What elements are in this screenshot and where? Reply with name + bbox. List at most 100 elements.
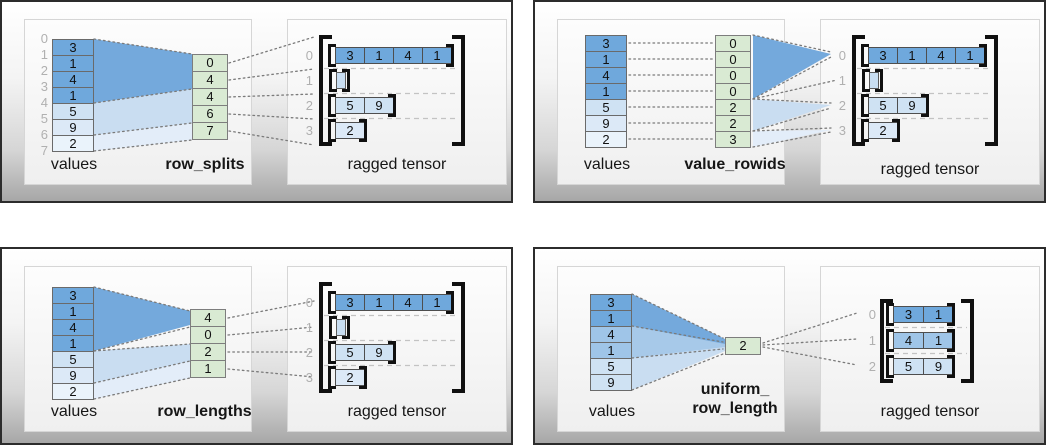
panel-row-splits: 0 1 2 3 4 5 6 7 3 1 4 1 5 9 2 0 4 4 6 7 …: [0, 0, 513, 203]
row-index: 2: [838, 98, 846, 113]
ragged-tensor-label: ragged tensor: [347, 156, 447, 173]
values-column: 3 1 4 1 5 9 2: [52, 39, 94, 152]
row-right-bracket: [388, 341, 396, 364]
partition-cell: 0: [715, 67, 751, 84]
partition-label: uniform_ row_length: [655, 380, 815, 418]
value-cell: 4: [585, 67, 627, 84]
outer-left-bracket: [319, 282, 332, 393]
ragged-row: 3 1 4 1: [335, 47, 452, 64]
value-cell: 1: [590, 310, 632, 327]
row-index: 2: [305, 98, 313, 113]
row-left-bracket: [886, 303, 894, 326]
row-index: 1: [305, 73, 313, 88]
partition-cell: 0: [715, 51, 751, 68]
ragged-row: 5 9: [868, 97, 927, 114]
ragged-row: 5 9: [335, 97, 394, 114]
partition-cell: 0: [715, 35, 751, 52]
outer-right-bracket: [452, 282, 465, 393]
values-label: values: [50, 156, 98, 173]
ragged-cell: 5: [335, 97, 365, 114]
row-left-bracket: [328, 94, 336, 117]
partition-label: value_rowids: [684, 156, 786, 173]
row-left-bracket: [328, 44, 336, 67]
row-right-bracket: [446, 291, 454, 314]
ragged-panel: [287, 266, 507, 432]
ragged-cell: 1: [364, 294, 394, 311]
value-cell: 4: [52, 319, 94, 336]
empty-row-fill: [336, 319, 346, 336]
ragged-cell: 3: [893, 306, 924, 323]
ragged-cell: 1: [897, 47, 927, 64]
value-index: 4: [40, 95, 48, 110]
value-index: 1: [40, 47, 48, 62]
row-index: 3: [305, 370, 313, 385]
row-right-bracket: [921, 94, 929, 117]
outer-left-bracket: [880, 299, 893, 383]
row-index: 1: [838, 73, 846, 88]
partition-cell: 0: [715, 83, 751, 100]
row-index: 2: [868, 359, 876, 374]
row-right-bracket: [947, 303, 955, 326]
row-lengths-column: 4 0 2 1: [190, 309, 226, 378]
row-right-bracket: [359, 366, 367, 389]
value-index: 5: [40, 111, 48, 126]
panel-row-lengths: 3 1 4 1 5 9 2 4 0 2 1 0 1 2 3 3 1 4 1: [0, 247, 513, 445]
value-cell: 2: [52, 135, 94, 152]
row-right-bracket: [892, 119, 900, 142]
ragged-cell: 4: [893, 332, 924, 349]
values-column: 3 1 4 1 5 9: [590, 294, 632, 391]
value-cell: 2: [52, 383, 94, 400]
row-index: 3: [838, 123, 846, 138]
row-splits-column: 0 4 4 6 7: [192, 54, 228, 140]
row-left-bracket: [861, 94, 869, 117]
value-index: 7: [40, 143, 48, 158]
row-left-bracket: [329, 69, 337, 92]
values-label: values: [588, 403, 636, 420]
value-cell: 5: [52, 103, 94, 120]
value-index: 6: [40, 127, 48, 142]
outer-right-bracket: [985, 35, 998, 146]
ragged-cell: 1: [364, 47, 394, 64]
value-cell: 1: [585, 51, 627, 68]
row-index: 1: [305, 320, 313, 335]
outer-left-bracket: [852, 35, 865, 146]
value-cell: 9: [52, 367, 94, 384]
value-cell: 9: [52, 119, 94, 136]
ragged-cell: 4: [926, 47, 956, 64]
row-left-bracket: [862, 69, 870, 92]
empty-row-fill: [869, 72, 879, 89]
value-cell: 5: [585, 99, 627, 116]
row-right-bracket: [947, 329, 955, 352]
partition-cell: 2: [715, 99, 751, 116]
row-left-bracket: [861, 44, 869, 67]
outer-right-bracket: [452, 35, 465, 146]
row-right-bracket: [947, 355, 955, 378]
outer-left-bracket: [319, 35, 332, 146]
partition-label: row_splits: [165, 156, 245, 173]
row-left-bracket: [886, 329, 894, 352]
value-cell: 1: [585, 83, 627, 100]
ragged-cell: 5: [868, 97, 898, 114]
ragged-cell: 2: [335, 122, 365, 139]
partition-cell: 3: [715, 131, 751, 148]
ragged-panel: [820, 19, 1040, 185]
row-left-bracket: [328, 341, 336, 364]
ragged-row: 3 1 4 1: [868, 47, 985, 64]
row-index: 0: [838, 48, 846, 63]
row-index: 0: [305, 295, 313, 310]
partition-cell: 2: [715, 115, 751, 132]
partition-label-line1: uniform_: [700, 381, 770, 398]
ragged-row: 5 9: [893, 358, 954, 375]
value-cell: 3: [52, 287, 94, 304]
partition-cell: 0: [190, 326, 226, 344]
value-cell: 5: [52, 351, 94, 368]
value-cell: 4: [52, 71, 94, 88]
row-index: 1: [868, 333, 876, 348]
ragged-cell: 3: [335, 47, 365, 64]
partition-label: row_lengths: [157, 403, 252, 420]
value-cell: 1: [52, 335, 94, 352]
row-left-bracket: [861, 119, 869, 142]
value-cell: 3: [585, 35, 627, 52]
partition-cell: 2: [725, 337, 761, 355]
value-index: 2: [40, 63, 48, 78]
